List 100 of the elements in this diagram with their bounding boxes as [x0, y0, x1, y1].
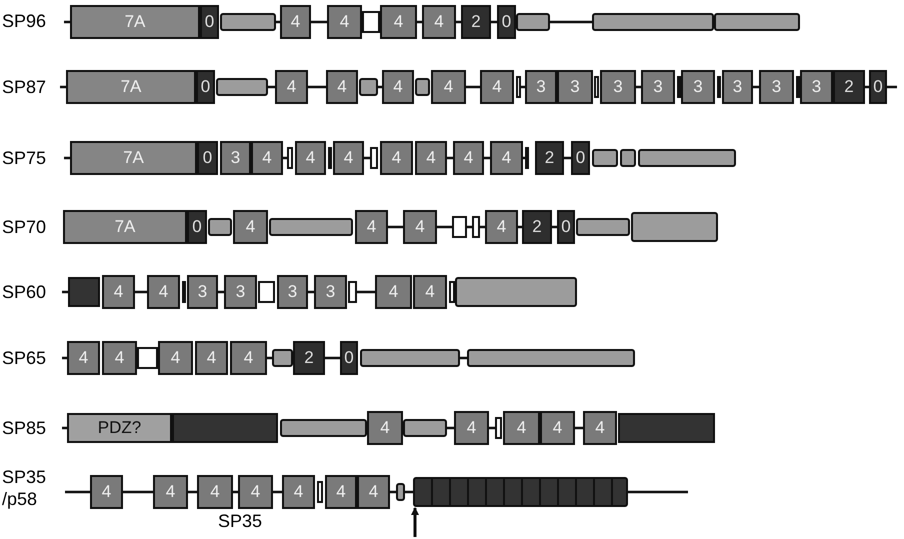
exon-bar [455, 277, 577, 307]
spacer-box [525, 147, 529, 169]
exon-box: 4 [540, 411, 575, 445]
exon-bar [576, 218, 630, 236]
exon-box: 4 [382, 70, 414, 104]
domain-box: PDZ? [67, 413, 172, 443]
intron-line [364, 156, 370, 160]
exon-box: 0 [497, 5, 516, 39]
intron-line [283, 156, 287, 160]
intron-line [518, 226, 522, 228]
intron-line [460, 356, 467, 360]
intron-line [64, 20, 70, 24]
intron-line [628, 490, 688, 494]
exon-box: 3 [759, 70, 794, 104]
exon-box: 3 [224, 275, 257, 309]
row-label: SP96 [2, 10, 46, 32]
intron-line [417, 20, 422, 24]
exon-box: 4 [238, 475, 273, 509]
exon-box: 3 [641, 70, 675, 104]
exon-bar [592, 13, 714, 31]
exon-bar [396, 483, 405, 501]
domain-bar [172, 413, 278, 443]
row-label: SP70 [2, 216, 46, 238]
exon-box: 4 [295, 141, 326, 175]
exon-bar [269, 218, 353, 236]
exon-box: 4 [380, 141, 413, 175]
exon-box: 3 [525, 70, 557, 104]
spacer-box [362, 11, 380, 33]
exon-box: 4 [422, 5, 456, 39]
spacer-box [717, 76, 721, 98]
exon-box: 3 [277, 275, 308, 309]
intron-line [233, 490, 238, 494]
exon-box: 4 [355, 210, 388, 244]
exon-box: 4 [357, 475, 390, 509]
intron-line [325, 356, 340, 360]
exon-box: 3 [220, 141, 251, 175]
spacer-box [328, 147, 332, 169]
spacer-box [796, 76, 800, 98]
spacer-box [317, 481, 323, 503]
exon-box: 4 [367, 411, 403, 445]
intron-line [268, 86, 275, 88]
exon-bar [467, 349, 635, 367]
exon-box: 2 [535, 141, 564, 175]
intron-line [467, 226, 472, 228]
domain-bar [68, 277, 100, 307]
spacer-box [182, 281, 186, 303]
exon-box: 4 [275, 70, 308, 104]
exon-bar [220, 13, 276, 31]
exon-bar [714, 13, 800, 31]
spacer-box [495, 417, 502, 439]
intron-line [523, 156, 525, 160]
intron-line [267, 356, 272, 360]
exon-box: 3 [681, 70, 715, 104]
exon-box: 4 [230, 341, 267, 375]
intron-line [390, 490, 396, 494]
intron-line [311, 20, 327, 24]
exon-box: 3 [800, 70, 833, 104]
exon-box: 4 [158, 341, 193, 375]
exon-bar [592, 149, 618, 167]
intron-line [489, 426, 495, 430]
exon-box: 4 [413, 275, 447, 309]
intron-line [62, 290, 68, 294]
repeat-bar [413, 477, 628, 507]
exon-box: 4 [153, 475, 188, 509]
exon-box: 0 [200, 5, 219, 39]
exon-box: 4 [67, 341, 100, 375]
intron-line [308, 86, 326, 88]
intron-line [887, 86, 897, 88]
exon-box: 4 [583, 411, 617, 445]
exon-box: 3 [557, 70, 593, 104]
intron-line [188, 490, 197, 494]
intron-line [273, 490, 282, 494]
exon-box: 4 [195, 341, 228, 375]
intron-line [123, 490, 153, 494]
exon-box: 4 [431, 70, 466, 104]
exon-box: 4 [102, 341, 137, 375]
intron-line [447, 156, 453, 160]
exon-box: 4 [197, 475, 233, 509]
intron-line [575, 426, 583, 430]
exon-bar [415, 78, 430, 96]
exon-box: 4 [380, 5, 417, 39]
domain-box: 7A [66, 70, 196, 104]
intron-line [135, 290, 147, 294]
intron-line [564, 156, 571, 160]
exon-bar [359, 78, 378, 96]
row-label: SP60 [2, 281, 46, 303]
intron-line [437, 226, 452, 228]
intron-line [447, 426, 454, 430]
intron-line [60, 86, 66, 88]
row-label: SP65 [2, 347, 46, 369]
row-label: SP87 [2, 76, 46, 98]
exon-box: 4 [90, 475, 123, 509]
exon-box: 0 [187, 210, 207, 244]
exon-bar [638, 149, 736, 167]
exon-box: 4 [233, 210, 268, 244]
exon-bar [208, 218, 232, 236]
spacer-box [370, 147, 378, 169]
exon-box: 2 [522, 210, 552, 244]
region-label: SP35 [218, 510, 262, 532]
intron-line [64, 156, 70, 160]
